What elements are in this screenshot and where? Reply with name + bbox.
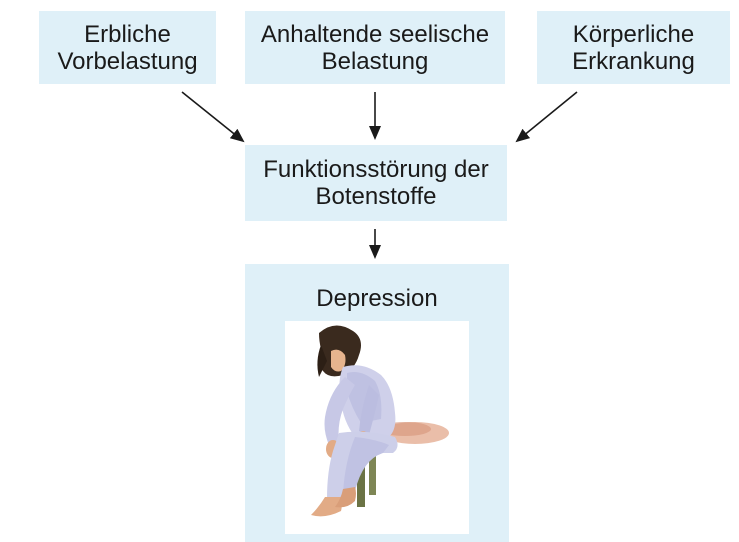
outcome-box: Depression: [245, 264, 509, 542]
mechanism-box: Funktionsstörung der Botenstoffe: [245, 145, 507, 221]
cause-box-psychological-stress: Anhaltende seelische Belastung: [245, 11, 505, 84]
outcome-title: Depression: [316, 285, 438, 312]
depressed-person-icon: [311, 325, 449, 517]
cause-box-hereditary: Erbliche Vorbelastung: [39, 11, 216, 84]
cause-hereditary-line1: Erbliche: [84, 20, 171, 48]
cause-stress-line2: Belastung: [321, 47, 429, 75]
cause-stress-line1: Anhaltende seelische: [260, 20, 490, 48]
arrow-physical-to-mechanism: [515, 91, 578, 143]
depressed-person-illustration: [285, 321, 469, 534]
cause-box-physical-illness: Körperliche Erkrankung: [537, 11, 730, 84]
cause-hereditary-line2: Vorbelastung: [57, 47, 198, 75]
mechanism-line2: Botenstoffe: [315, 183, 437, 210]
cause-physical-line2: Erkrankung: [572, 47, 695, 75]
arrow-hereditary-to-mechanism: [181, 91, 245, 143]
cause-physical-line1: Körperliche: [572, 20, 695, 48]
mechanism-line1: Funktionsstörung der: [263, 156, 489, 183]
